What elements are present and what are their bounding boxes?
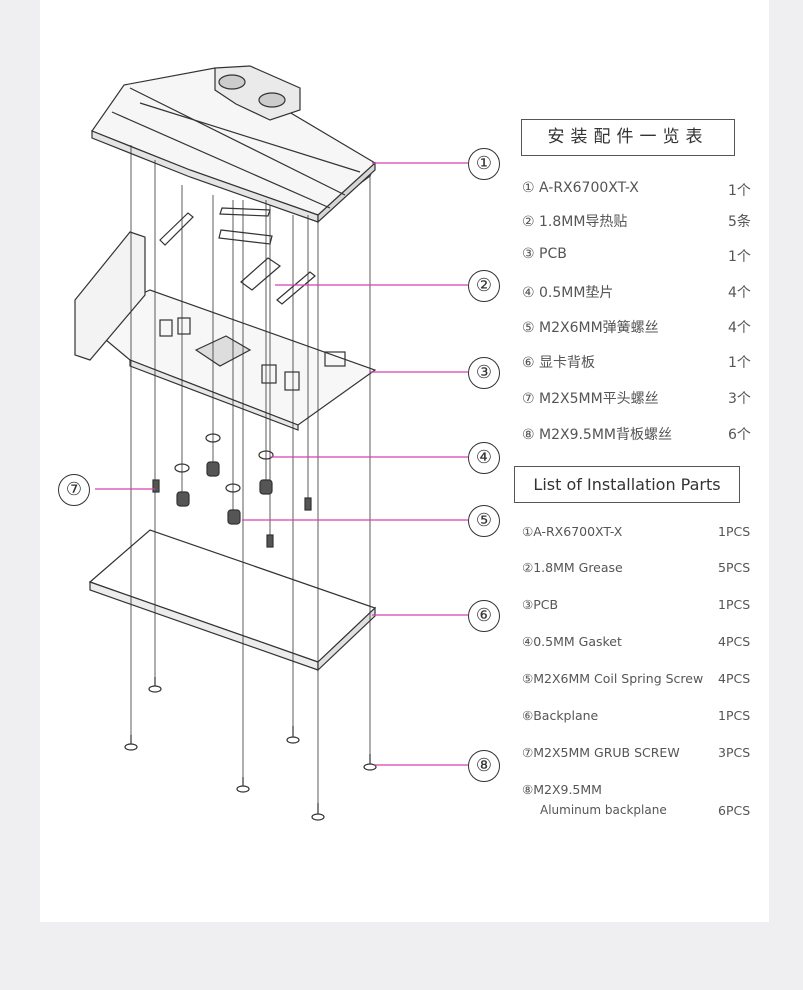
- cn-part-qty: 4个: [728, 285, 751, 301]
- en-parts-title: List of Installation Parts: [514, 466, 740, 503]
- en-part-row: ⑧M2X9.5MM 6PCS: [522, 782, 762, 818]
- cn-part-row: ⑥ 显卡背板 1个: [522, 352, 762, 372]
- en-part-8-subtitle: Aluminum backplane: [540, 803, 667, 817]
- en-part-row: ②1.8MM Grease 5PCS: [522, 560, 762, 580]
- en-part-row: ⑥Backplane 1PCS: [522, 708, 762, 728]
- cn-part-row: ④ 0.5MM垫片 4个: [522, 282, 762, 302]
- callout-1: ①: [468, 148, 500, 180]
- leader-lines: [95, 162, 468, 766]
- cn-part-qty: 6个: [728, 427, 751, 443]
- cn-part-label: ⑤ M2X6MM弹簧螺丝: [522, 320, 659, 336]
- cn-part-row: ⑧ M2X9.5MM背板螺丝 6个: [522, 424, 762, 444]
- callout-8: ⑧: [468, 750, 500, 782]
- cn-part-row: ⑦ M2X5MM平头螺丝 3个: [522, 388, 762, 408]
- cn-part-qty: 1个: [728, 249, 751, 265]
- en-part-label: ④0.5MM Gasket: [522, 634, 622, 649]
- en-part-row: ⑤M2X6MM Coil Spring Screw 4PCS: [522, 671, 762, 691]
- en-part-qty: 6PCS: [718, 803, 751, 818]
- en-part-qty: 1PCS: [718, 524, 751, 539]
- pcb: [74, 231, 377, 431]
- en-part-label: ②1.8MM Grease: [522, 560, 623, 575]
- en-part-row: ①A-RX6700XT-X 1PCS: [522, 524, 762, 544]
- backplate-screws: [124, 677, 377, 821]
- cn-part-qty: 1个: [728, 183, 751, 199]
- cn-part-label: ③ PCB: [522, 246, 567, 262]
- en-part-label: ⑥Backplane: [522, 708, 599, 723]
- cn-part-row: ⑤ M2X6MM弹簧螺丝 4个: [522, 317, 762, 337]
- cn-part-qty: 3个: [728, 391, 751, 407]
- cn-part-row: ② 1.8MM导热贴 5条: [522, 211, 762, 231]
- callout-7: ⑦: [58, 474, 90, 506]
- en-part-qty: 4PCS: [718, 634, 751, 649]
- cn-part-qty: 4个: [728, 320, 751, 336]
- en-part-label: ③PCB: [522, 597, 559, 612]
- en-part-qty: 5PCS: [718, 560, 751, 575]
- en-part-row: ④0.5MM Gasket 4PCS: [522, 634, 762, 654]
- thermal-pads: [159, 207, 316, 305]
- callout-3: ③: [468, 357, 500, 389]
- en-part-row: ⑦M2X5MM GRUB SCREW 3PCS: [522, 745, 762, 765]
- cn-part-label: ④ 0.5MM垫片: [522, 285, 614, 301]
- en-part-qty: 3PCS: [718, 745, 751, 760]
- cn-parts-title: 安装配件一览表: [521, 119, 735, 156]
- backplate: [88, 529, 377, 672]
- en-part-label: ⑦M2X5MM GRUB SCREW: [522, 745, 680, 760]
- callout-4: ④: [468, 442, 500, 474]
- cn-part-label: ② 1.8MM导热贴: [522, 214, 628, 230]
- cn-part-label: ① A-RX6700XT-X: [522, 180, 639, 196]
- en-part-qty: 4PCS: [718, 671, 751, 686]
- en-part-qty: 1PCS: [718, 597, 751, 612]
- en-part-label: ⑧M2X9.5MM: [522, 782, 602, 797]
- callout-6: ⑥: [468, 600, 500, 632]
- en-part-label: ①A-RX6700XT-X: [522, 524, 623, 539]
- water-block: [91, 65, 376, 224]
- assembly-lines: [130, 145, 371, 808]
- callout-5: ⑤: [468, 505, 500, 537]
- spring-screws: [176, 461, 273, 525]
- en-part-qty: 1PCS: [718, 708, 751, 723]
- cn-part-label: ⑦ M2X5MM平头螺丝: [522, 391, 659, 407]
- grub-screws: [152, 479, 312, 548]
- callout-2: ②: [468, 270, 500, 302]
- en-part-label: ⑤M2X6MM Coil Spring Screw: [522, 671, 704, 686]
- cn-part-label: ⑥ 显卡背板: [522, 355, 596, 371]
- en-part-row: ③PCB 1PCS: [522, 597, 762, 617]
- cn-part-label: ⑧ M2X9.5MM背板螺丝: [522, 427, 673, 443]
- cn-part-row: ① A-RX6700XT-X 1个: [522, 180, 762, 200]
- cn-part-qty: 5条: [728, 214, 751, 230]
- cn-part-row: ③ PCB 1个: [522, 246, 762, 266]
- cn-part-qty: 1个: [728, 355, 751, 371]
- washers: [174, 433, 274, 493]
